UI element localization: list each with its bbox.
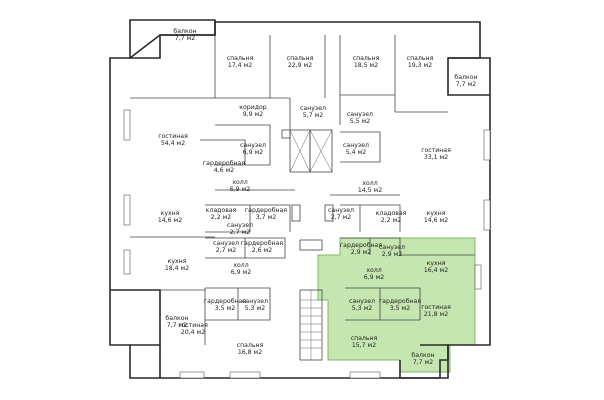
room-name-label: кладовая xyxy=(206,207,237,214)
room-name-label: кухня xyxy=(168,258,187,265)
room-name-label: санузел xyxy=(328,207,354,214)
room-name-label: санузел xyxy=(343,142,369,149)
room-name-label: гардеробная xyxy=(245,206,287,214)
room-name-label: санузел xyxy=(300,105,326,112)
room-name-label: спальня xyxy=(237,342,264,349)
room-name-label: санузел xyxy=(240,142,266,149)
room-area-label: 2,6 м2 xyxy=(252,247,272,254)
room-name-label: балкон xyxy=(454,73,477,81)
room-name-label: гардеробная xyxy=(204,297,246,305)
room-area-label: 6,9 м2 xyxy=(231,269,251,276)
room-name-label: гостиная xyxy=(178,322,208,329)
room-name-label: гостиная xyxy=(158,133,188,140)
room-name-label: гардеробная xyxy=(241,239,283,247)
room-area-label: 19,3 м2 xyxy=(408,62,432,69)
room-name-label: холл xyxy=(362,180,377,187)
room-area-label: 16,4 м2 xyxy=(424,267,448,274)
room-name-label: коридор xyxy=(239,104,267,111)
room-name-label: кухня xyxy=(161,210,180,217)
room-name-label: балкон xyxy=(173,27,196,35)
room-area-label: 2,2 м2 xyxy=(381,217,401,224)
room-area-label: 5,3 м2 xyxy=(352,305,372,312)
room-name-label: гардеробная xyxy=(203,159,245,167)
room-area-label: 15,7 м2 xyxy=(352,342,376,349)
room-name-label: санузел xyxy=(213,240,239,247)
room-area-label: 14,6 м2 xyxy=(158,217,182,224)
windows xyxy=(123,109,491,379)
room-name-label: холл xyxy=(233,262,248,269)
room-area-label: 5,5 м2 xyxy=(350,118,370,125)
room-name-label: холл xyxy=(232,179,247,186)
room-name-label: спальня xyxy=(353,55,380,62)
room-name-label: спальня xyxy=(287,55,314,62)
room-name-label: спальня xyxy=(227,55,254,62)
room-area-label: 7,7 м2 xyxy=(175,35,195,42)
room-area-label: 2,7 м2 xyxy=(216,247,236,254)
room-name-label: санузел xyxy=(227,222,253,229)
room-name-label: спальня xyxy=(351,335,378,342)
room-area-label: 2,2 м2 xyxy=(211,214,231,221)
room-area-label: 14,5 м2 xyxy=(358,187,382,194)
room-name-label: санузел xyxy=(242,298,268,305)
room-name-label: гостиная xyxy=(421,147,451,154)
room-area-label: 7,7 м2 xyxy=(456,81,476,88)
room-name-label: гардеробная xyxy=(379,297,421,305)
room-name-label: санузел xyxy=(379,244,405,251)
room-area-label: 2,7 м2 xyxy=(230,229,250,236)
room-area-label: 16,8 м2 xyxy=(238,349,262,356)
room-name-label: холл xyxy=(366,267,381,274)
room-area-label: 7,7 м2 xyxy=(167,322,187,329)
room-name-label: санузел xyxy=(347,111,373,118)
room-name-label: кухня xyxy=(427,260,446,267)
room-name-label: гостиная xyxy=(421,304,451,311)
room-area-label: 17,4 м2 xyxy=(228,62,252,69)
room-area-label: 4,6 м2 xyxy=(214,167,234,174)
room-area-label: 2,9 м2 xyxy=(351,249,371,256)
room-name-label: балкон xyxy=(411,351,434,359)
room-area-label: 5,4 м2 xyxy=(346,149,366,156)
interior-walls xyxy=(130,35,475,345)
room-area-label: 6,9 м2 xyxy=(230,186,250,193)
room-area-label: 18,4 м2 xyxy=(165,265,189,272)
room-area-label: 2,7 м2 xyxy=(331,214,351,221)
room-area-label: 22,9 м2 xyxy=(288,62,312,69)
room-area-label: 5,3 м2 xyxy=(245,305,265,312)
room-name-label: кладовая xyxy=(376,210,407,217)
room-name-label: гардеробная xyxy=(340,241,382,249)
room-name-label: балкон xyxy=(165,314,188,322)
room-area-label: 3,5 м2 xyxy=(390,305,410,312)
room-area-label: 21,8 м2 xyxy=(424,311,448,318)
room-area-label: 33,1 м2 xyxy=(424,154,448,161)
room-area-label: 14,6 м2 xyxy=(424,217,448,224)
room-name-label: санузел xyxy=(349,298,375,305)
room-area-label: 9,9 м2 xyxy=(243,111,263,118)
room-area-label: 20,4 м2 xyxy=(181,329,205,336)
room-area-label: 6,9 м2 xyxy=(364,274,384,281)
room-name-label: спальня xyxy=(407,55,434,62)
room-area-label: 6,9 м2 xyxy=(243,149,263,156)
room-area-label: 2,9 м2 xyxy=(382,251,402,258)
room-area-label: 18,5 м2 xyxy=(354,62,378,69)
room-area-label: 54,4 м2 xyxy=(161,140,185,147)
outer-walls xyxy=(109,19,491,379)
room-area-label: 3,7 м2 xyxy=(256,214,276,221)
room-area-label: 5,7 м2 xyxy=(303,112,323,119)
room-area-label: 3,5 м2 xyxy=(215,305,235,312)
room-area-label: 7,7 м2 xyxy=(413,359,433,366)
room-name-label: кухня xyxy=(427,210,446,217)
building-core xyxy=(281,129,334,361)
